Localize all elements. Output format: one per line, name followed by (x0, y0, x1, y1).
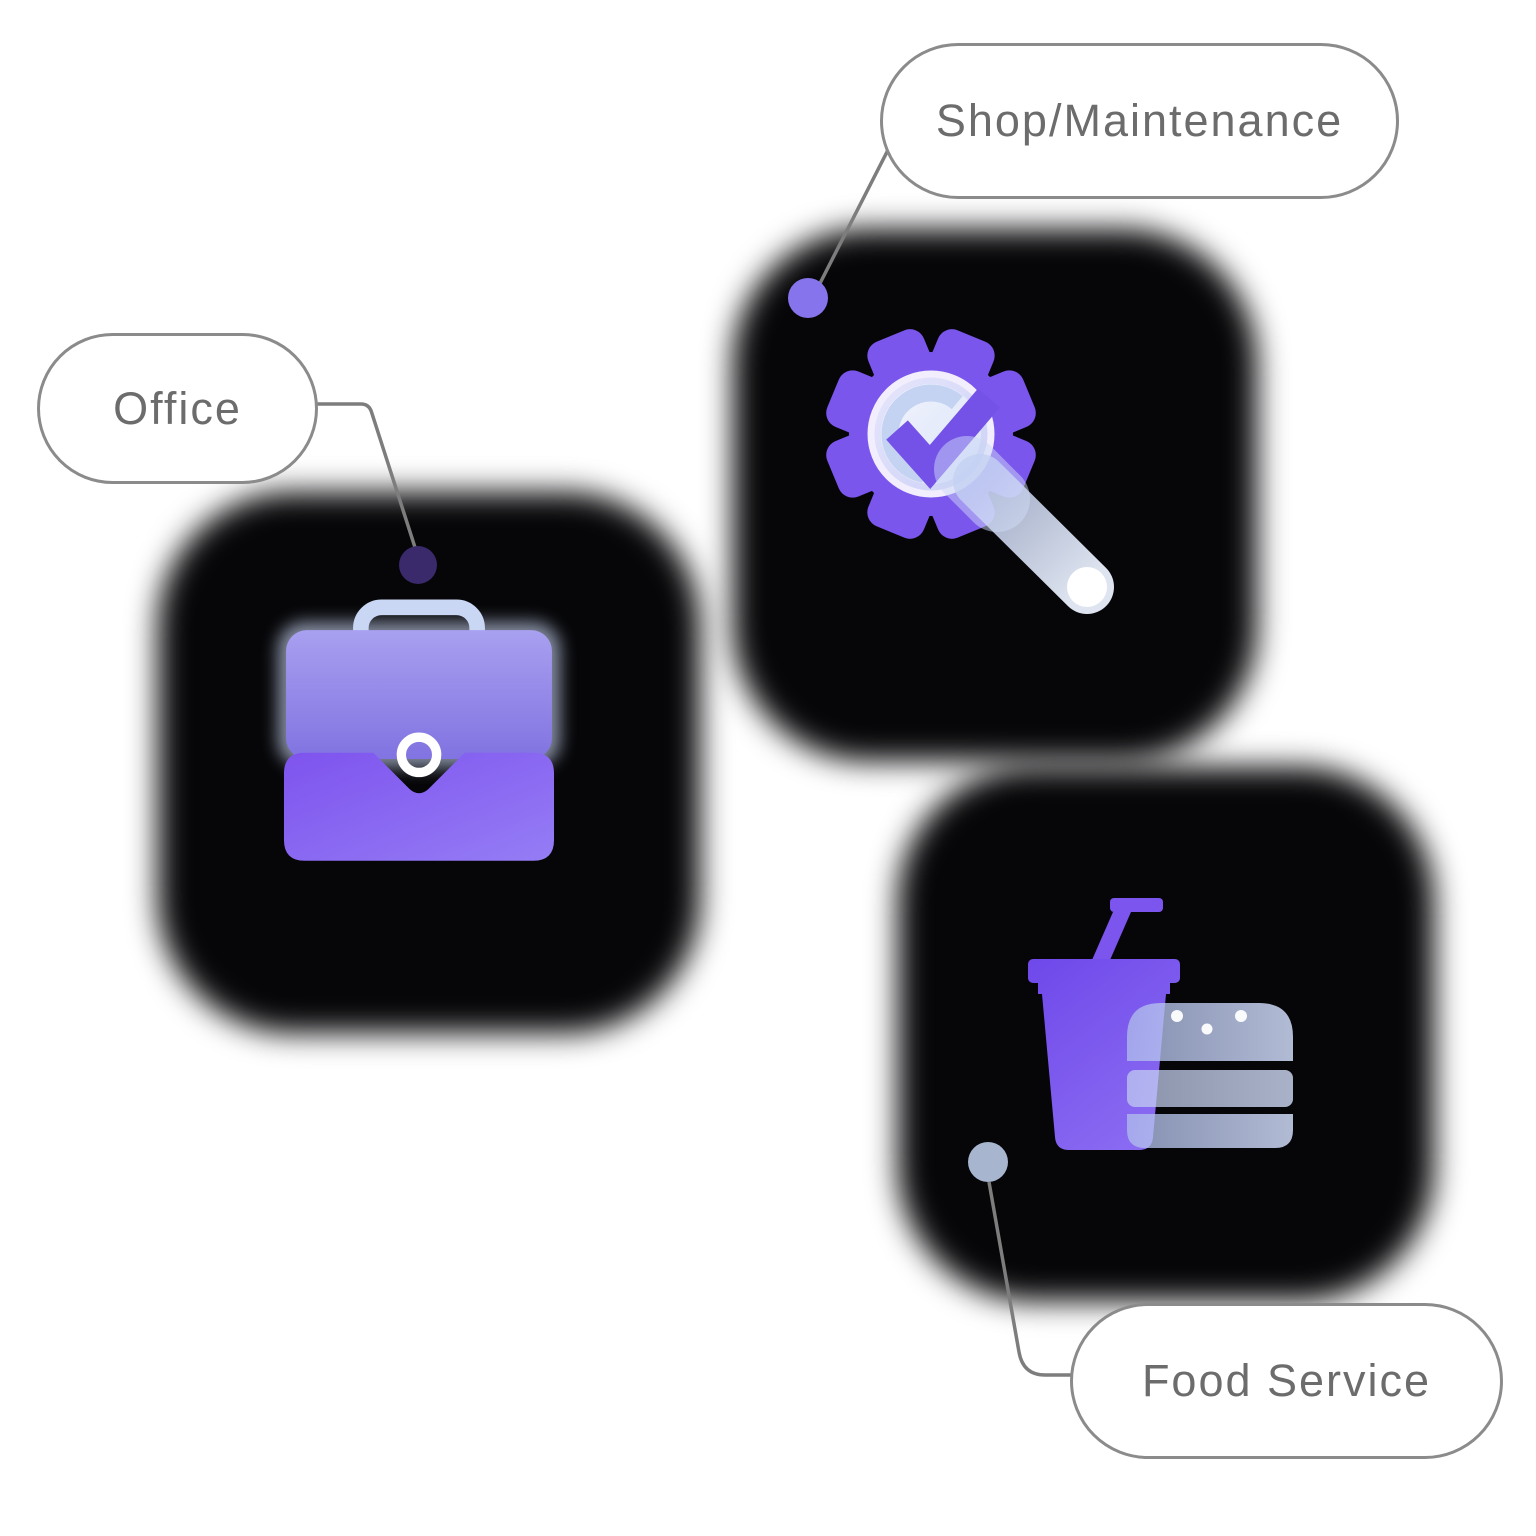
burger (1127, 1003, 1293, 1148)
label-text-office: Office (113, 382, 242, 434)
label-text-food-service: Food Service (1141, 1355, 1432, 1406)
label-pill-food-service: Food Service (1070, 1303, 1503, 1459)
burger-bottom-bun (1127, 1114, 1293, 1148)
card-shop-maintenance[interactable] (765, 255, 1205, 703)
label-text-shop-maintenance: Shop/Maintenance (935, 95, 1344, 146)
burger-patty (1127, 1070, 1293, 1107)
cup-lid-step (1038, 983, 1170, 994)
briefcase-flap (283, 752, 555, 861)
gear-wrench-icon (826, 329, 1114, 614)
sesame-dot (1201, 1023, 1213, 1035)
label-pill-shop-maintenance: Shop/Maintenance (880, 43, 1399, 199)
label-pill-office: Office (37, 333, 318, 484)
sesame-dot (1235, 1010, 1247, 1022)
straw-top (1110, 898, 1163, 912)
briefcase-clasp (396, 732, 442, 778)
card-office[interactable] (190, 518, 648, 975)
card-food-service[interactable] (930, 793, 1382, 1243)
check-mark (886, 388, 1001, 490)
briefcase-body (286, 630, 552, 759)
sesame-dot (1171, 1010, 1183, 1022)
cup-lid (1028, 959, 1180, 983)
wrench-handle (953, 454, 1114, 614)
straw (1092, 912, 1131, 960)
drink-and-burger-icon (1028, 898, 1293, 1150)
briefcase-icon (277, 599, 561, 861)
wrench-handle-hole (1067, 567, 1107, 607)
